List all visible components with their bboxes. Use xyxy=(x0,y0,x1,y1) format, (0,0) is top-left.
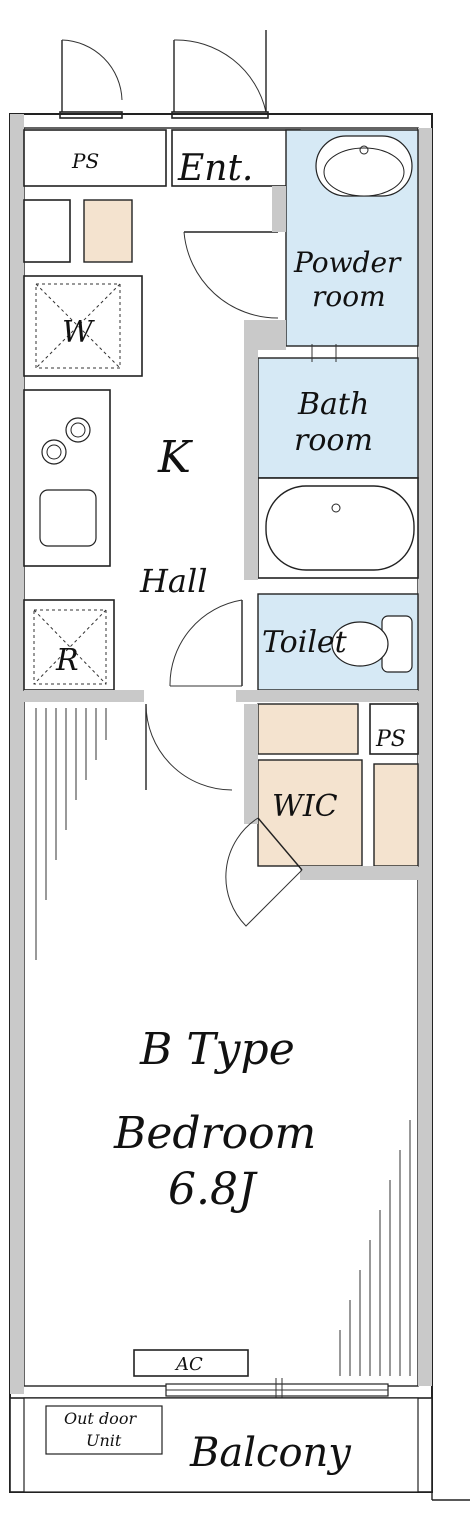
powder-room-label-1: Powder xyxy=(293,246,402,279)
shoe-storage xyxy=(23,199,133,263)
washer-label: W xyxy=(62,315,95,350)
wic-door xyxy=(225,817,303,927)
wic-label: WIC xyxy=(272,789,338,824)
entrance-label: Ent. xyxy=(177,148,253,189)
outdoor-unit-label-1: Out door xyxy=(64,1409,137,1428)
toilet-label: Toilet xyxy=(262,625,348,660)
balcony: Out door Unit Balcony xyxy=(9,1397,470,1501)
ps-lower-label: PS xyxy=(375,727,406,752)
bath-label-1: Bath xyxy=(297,387,369,422)
powder-room: Powder room xyxy=(285,129,419,347)
kitchen-label: K xyxy=(157,432,193,483)
hall-label: Hall xyxy=(139,562,207,600)
outdoor-unit-label-2: Unit xyxy=(86,1431,122,1450)
bedroom: B Type Bedroom 6.8J xyxy=(113,1024,316,1215)
bath-label-2: room xyxy=(294,423,373,458)
balcony-window xyxy=(165,1378,389,1402)
refrigerator-label: R xyxy=(55,643,79,678)
entrance-doors xyxy=(59,30,269,119)
powder-room-label-2: room xyxy=(312,280,386,313)
bedroom-partition xyxy=(24,690,418,791)
walk-in-closet: WIC xyxy=(244,703,419,880)
air-conditioner: AC xyxy=(133,1349,249,1377)
toilet-room: Toilet xyxy=(257,593,419,691)
bedroom-window-hatching xyxy=(35,708,411,1376)
outer-walls xyxy=(9,113,433,1493)
type-label: B Type xyxy=(139,1024,295,1075)
bedroom-label: Bedroom xyxy=(113,1108,316,1159)
refrigerator-space: R xyxy=(23,599,115,691)
ac-label: AC xyxy=(174,1354,203,1375)
hall: Hall xyxy=(139,562,207,600)
bedroom-size-label: 6.8J xyxy=(168,1164,258,1215)
bathroom: Bath room xyxy=(244,344,419,580)
ps-top-room: PS xyxy=(23,129,167,187)
ps-lower-room: PS xyxy=(369,703,419,755)
entrance-area: Ent. xyxy=(171,129,301,189)
ps-top-label: PS xyxy=(71,149,99,173)
balcony-label: Balcony xyxy=(189,1430,352,1476)
kitchen-counter: K xyxy=(23,389,193,567)
toilet-door xyxy=(169,599,243,687)
powder-room-door xyxy=(183,186,286,350)
washer-space: W xyxy=(23,275,143,377)
